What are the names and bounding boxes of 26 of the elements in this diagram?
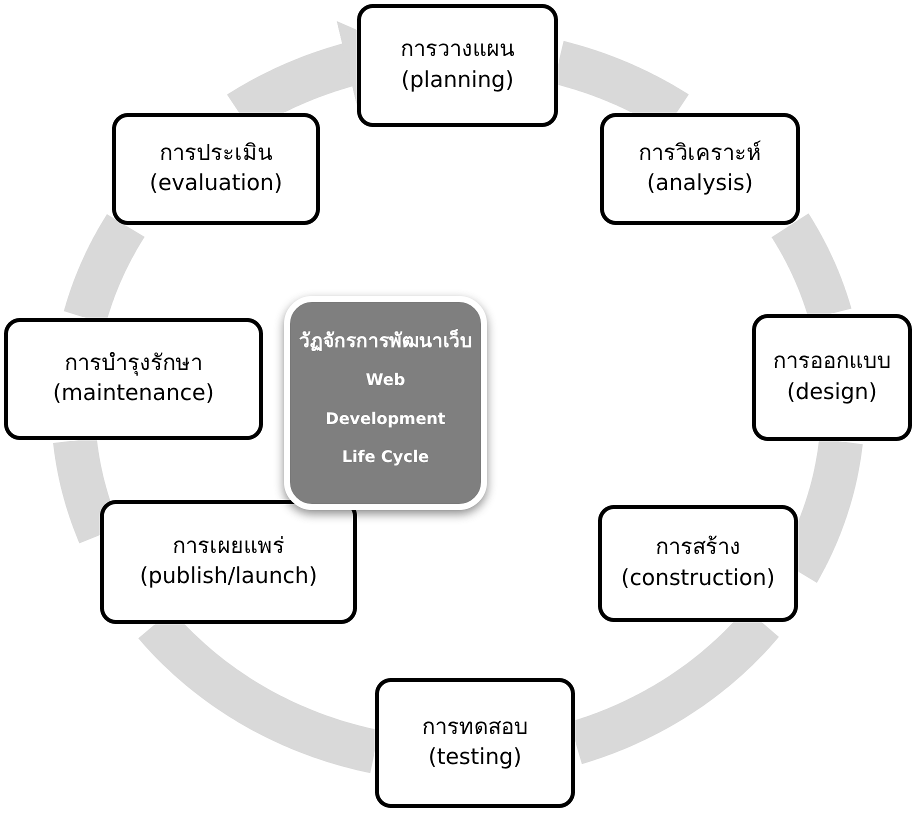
- stage-box: [357, 4, 558, 127]
- stage-box: [752, 314, 912, 441]
- stage-name: การทดสอบ: [422, 714, 528, 742]
- stage-label: (maintenance): [52, 380, 214, 408]
- title-text: วัฏจักรการพัฒนาเว็บ: [299, 330, 472, 354]
- stage-box: [100, 500, 357, 624]
- stage-box: [112, 113, 320, 225]
- stage-name: การวางแผน: [400, 36, 514, 64]
- stage-box: [375, 678, 575, 808]
- stage-name: การเผยแพร่: [172, 532, 284, 561]
- stage-label: (testing): [428, 744, 522, 772]
- stage-name: การสร้าง: [656, 534, 740, 562]
- stage-label: (planning): [401, 66, 514, 94]
- stage-name: การออกแบบ: [773, 348, 891, 376]
- stage-box: [600, 113, 800, 225]
- subtitle-text: Web Development Life Cycle: [324, 369, 446, 468]
- stage-name: การวิเคราะห์: [638, 140, 762, 168]
- stage-name: การประเมิน: [160, 140, 272, 168]
- stage-box: [4, 318, 263, 440]
- stage-label: (design): [786, 378, 878, 406]
- stage-label: (construction): [621, 564, 775, 592]
- stage-label: (publish/launch): [140, 563, 318, 591]
- stage-name: การบำรุงรักษา: [64, 350, 202, 378]
- stage-label: (analysis): [646, 170, 754, 198]
- stage-box: [598, 505, 798, 622]
- stage-label: (evaluation): [150, 170, 282, 198]
